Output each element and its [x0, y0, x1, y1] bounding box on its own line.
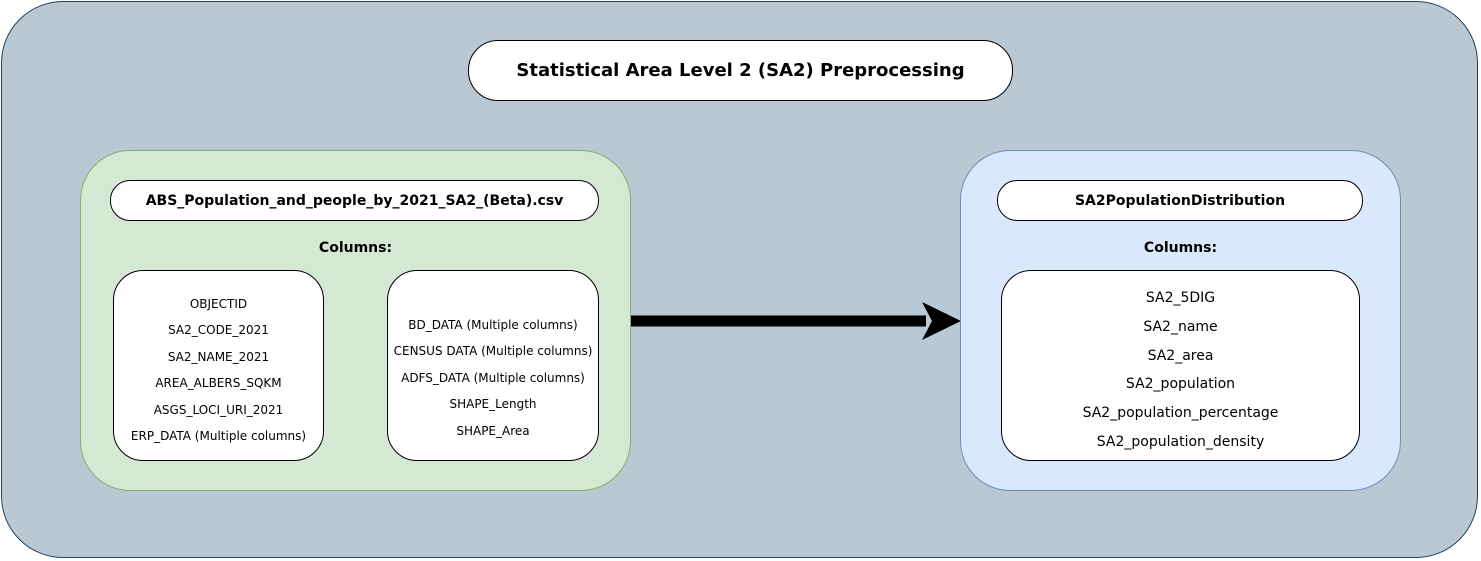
target-column-item: SA2_5DIG — [1145, 290, 1216, 306]
target-column-item: SA2_area — [1147, 347, 1214, 364]
source-column-item: OBJECTID — [189, 297, 248, 311]
source-column-item: AREA_ALBERS_SQKM — [155, 376, 282, 391]
source-column-item: ADFS_DATA (Multiple columns) — [401, 370, 585, 385]
source-columns-box-2: BD_DATA (Multiple columns) CENSUS DATA (M… — [387, 270, 599, 461]
source-column-item: SHAPE_Length — [449, 397, 537, 412]
target-column-item: SA2_population_density — [1096, 433, 1265, 450]
target-column-item: SA2_population_percentage — [1082, 405, 1279, 422]
source-column-item: BD_DATA (Multiple columns) — [408, 318, 578, 332]
source-columns-label: Columns: — [318, 240, 393, 256]
target-table-name: SA2PopulationDistribution — [997, 180, 1363, 221]
transform-arrow — [631, 302, 961, 340]
target-column-item: SA2_name — [1143, 318, 1218, 335]
source-column-item: SA2_CODE_2021 — [168, 323, 269, 338]
source-columns-list-2: BD_DATA (Multiple columns) CENSUS DATA (M… — [388, 312, 598, 444]
source-column-item: CENSUS DATA (Multiple columns) — [393, 344, 593, 359]
source-column-item: SA2_NAME_2021 — [167, 349, 270, 364]
arrow-head — [922, 302, 961, 340]
target-column-item: SA2_population — [1125, 376, 1236, 393]
source-column-item: ERP_DATA (Multiple columns) — [130, 429, 307, 444]
source-column-item: SHAPE_Area — [456, 423, 530, 438]
target-columns-label: Columns: — [1143, 240, 1218, 256]
source-file-name: ABS_Population_and_people_by_2021_SA2_(B… — [110, 180, 599, 221]
diagram-title: Statistical Area Level 2 (SA2) Preproces… — [468, 40, 1013, 101]
source-column-item: ASGS_LOCI_URI_2021 — [153, 402, 284, 417]
